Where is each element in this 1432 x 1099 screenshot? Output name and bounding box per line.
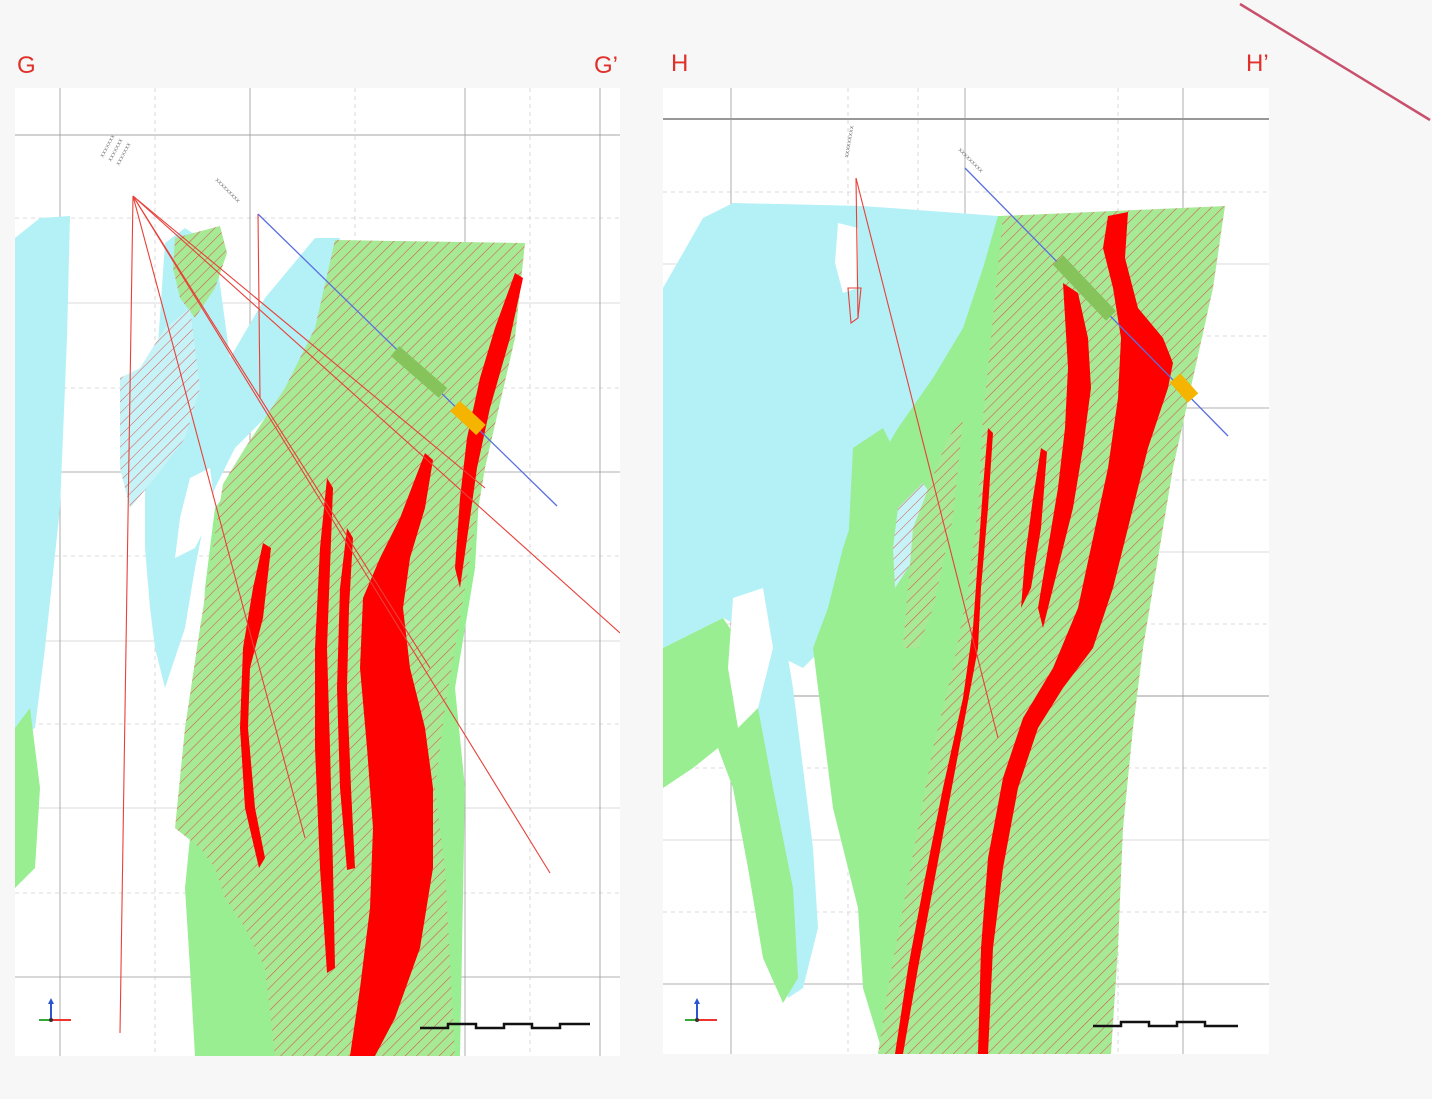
intercept-orange [1169,373,1199,403]
ore-lens-main [978,212,1173,1054]
hatched-zone-upper [173,226,227,318]
cross-section-panel-g: xxxxxxx xxxxxxx xxxxxxx xxxxxxxxx [15,88,620,1056]
section-label-g: G [17,52,36,79]
intercept-green [390,346,448,398]
gap [835,223,858,293]
section-label-h: H [671,50,689,77]
cross-section-drawing-h: xxxxxxxxx xxxxxxxxx [663,88,1269,1054]
ore-lens-main [350,453,433,1056]
ore-lens-3 [895,428,993,1054]
cyan-unit-lower [743,608,818,998]
collar-labels: xxxxxxx xxxxxxx xxxxxxx xxxxxxxxx [99,133,242,205]
section-label-h-prime: H’ [1246,50,1269,77]
green-unit-lens [848,428,913,668]
scale-bar-icon [420,1022,590,1030]
ore-lens-2 [1038,283,1091,628]
ore-lens-east [455,273,523,588]
drillholes [119,195,620,1034]
cyan-unit-left [15,216,70,738]
svg-text:xxxxxxxxx: xxxxxxxxx [957,146,985,174]
drillholes [847,177,999,739]
xyz-axis-triad-icon [685,998,717,1022]
ore-lens-4 [1021,448,1047,608]
hatched-zone-west [903,418,963,648]
section-label-g-prime: G’ [594,52,618,79]
ore-lens-3 [337,528,355,870]
cross-section-panel-h: xxxxxxxxx xxxxxxxxx [663,88,1269,1054]
xyz-axis-triad-icon [39,998,71,1022]
svg-text:xxxxxxxxx: xxxxxxxxx [843,125,856,159]
gap-2 [728,588,773,728]
intercept-green [1052,255,1117,321]
collar-labels: xxxxxxxxx xxxxxxxxx [843,125,985,175]
intercept-orange [450,400,486,436]
green-unit-left [15,708,40,888]
hatched-cyan-zone [120,308,200,508]
scale-bar-icon [1093,1020,1238,1028]
svg-text:xxxxxxxxx: xxxxxxxxx [214,176,242,204]
cross-section-drawing-g: xxxxxxx xxxxxxx xxxxxxx xxxxxxxxx [15,88,620,1056]
green-unit-left [663,618,798,1003]
ore-lens-2 [315,478,335,973]
gap [175,468,215,558]
cyan-unit-main [663,203,998,668]
